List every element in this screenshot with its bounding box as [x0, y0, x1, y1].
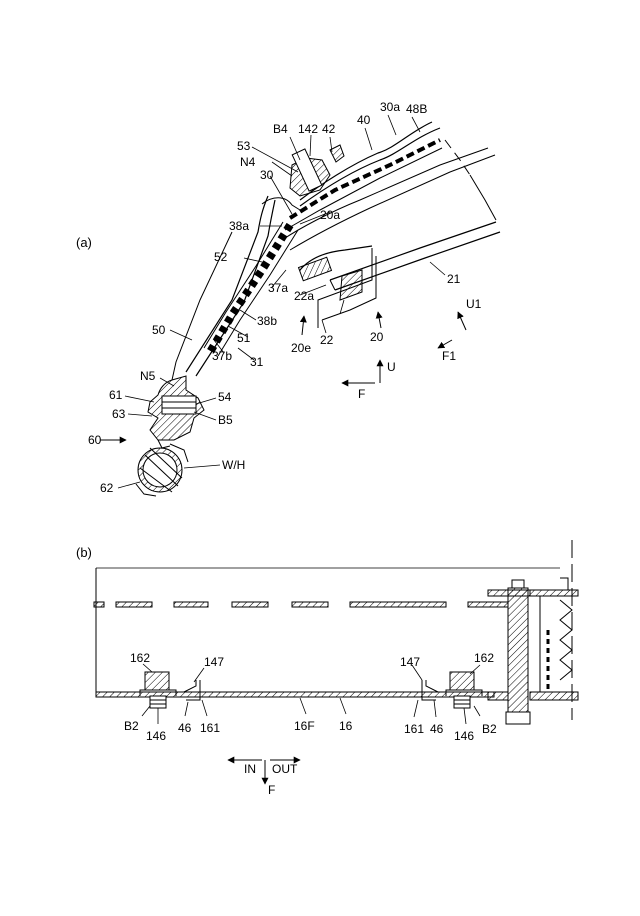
- ref-147-right: 147: [400, 655, 420, 669]
- dir-OUT: OUT: [272, 762, 298, 776]
- ref-B5: B5: [218, 413, 233, 427]
- dashed-upper-strip: [93, 601, 509, 608]
- ref-60: 60: [88, 433, 102, 447]
- ref-53: 53: [237, 139, 251, 153]
- ref-U: U: [387, 360, 396, 374]
- insulation-strip: [288, 138, 441, 220]
- ref-54: 54: [218, 390, 232, 404]
- ref-22: 22: [320, 333, 334, 347]
- ref-16F: 16F: [294, 719, 315, 733]
- ref-147-left: 147: [204, 655, 224, 669]
- panel-b-drawing: [93, 540, 579, 725]
- ref-51: 51: [237, 331, 251, 345]
- ref-30: 30: [260, 168, 274, 182]
- ref-46-left: 46: [178, 721, 192, 735]
- ref-30a: 30a: [380, 100, 400, 114]
- ref-20a: 20a: [320, 208, 340, 222]
- ref-U1: U1: [466, 297, 482, 311]
- ref-20: 20: [370, 330, 384, 344]
- ref-142: 142: [298, 122, 318, 136]
- ref-161-left: 161: [200, 721, 220, 735]
- ref-37a: 37a: [268, 281, 288, 295]
- ref-38a: 38a: [229, 219, 249, 233]
- ref-WH: W/H: [222, 458, 245, 472]
- ref-37b: 37b: [212, 349, 232, 363]
- panel-a-leaders: [117, 114, 446, 489]
- ref-B2-right: B2: [482, 722, 497, 736]
- ref-146-left: 146: [146, 729, 166, 743]
- ref-63: 63: [112, 407, 126, 421]
- ref-48B: 48B: [406, 102, 427, 116]
- right-bolt: [507, 587, 529, 713]
- ref-20e: 20e: [291, 341, 311, 355]
- ref-162-right: 162: [474, 651, 494, 665]
- ref-22a: 22a: [294, 289, 314, 303]
- dir-IN: IN: [244, 762, 256, 776]
- panel-b-labels: (b) 162 147 147 162 B2 146 46 161 16F 16…: [76, 545, 497, 797]
- panel-label-a: (a): [76, 235, 92, 250]
- ref-31: 31: [250, 355, 264, 369]
- ref-42: 42: [322, 122, 336, 136]
- ref-62: 62: [100, 481, 114, 495]
- frame-21: [329, 221, 497, 281]
- ref-F1: F1: [442, 349, 456, 363]
- ref-B2-left: B2: [124, 719, 139, 733]
- panel-b-leaders: [141, 663, 481, 725]
- ref-61: 61: [109, 388, 123, 402]
- ref-40: 40: [357, 113, 371, 127]
- panel-a-arrows: [100, 311, 467, 444]
- panel-label-b: (b): [76, 545, 92, 560]
- dir-F: F: [268, 783, 275, 797]
- ref-16: 16: [339, 719, 353, 733]
- ref-21: 21: [447, 272, 461, 286]
- panel-b-arrows: [227, 756, 301, 785]
- ref-N4: N4: [240, 155, 256, 169]
- ref-B4: B4: [273, 122, 288, 136]
- ref-52: 52: [214, 250, 228, 264]
- ref-38b: 38b: [257, 314, 277, 328]
- ref-46-right: 46: [430, 722, 444, 736]
- ref-162-left: 162: [130, 651, 150, 665]
- ref-161-right: 161: [404, 722, 424, 736]
- panel-a-labels: (a) B4 142 42 40 30a 48B 53 N4 30 20a 38…: [76, 100, 482, 495]
- panel-a-drawing: [135, 121, 501, 497]
- ref-50: 50: [152, 323, 166, 337]
- ref-N5: N5: [140, 369, 156, 383]
- ref-F: F: [358, 387, 365, 401]
- ref-146-right: 146: [454, 729, 474, 743]
